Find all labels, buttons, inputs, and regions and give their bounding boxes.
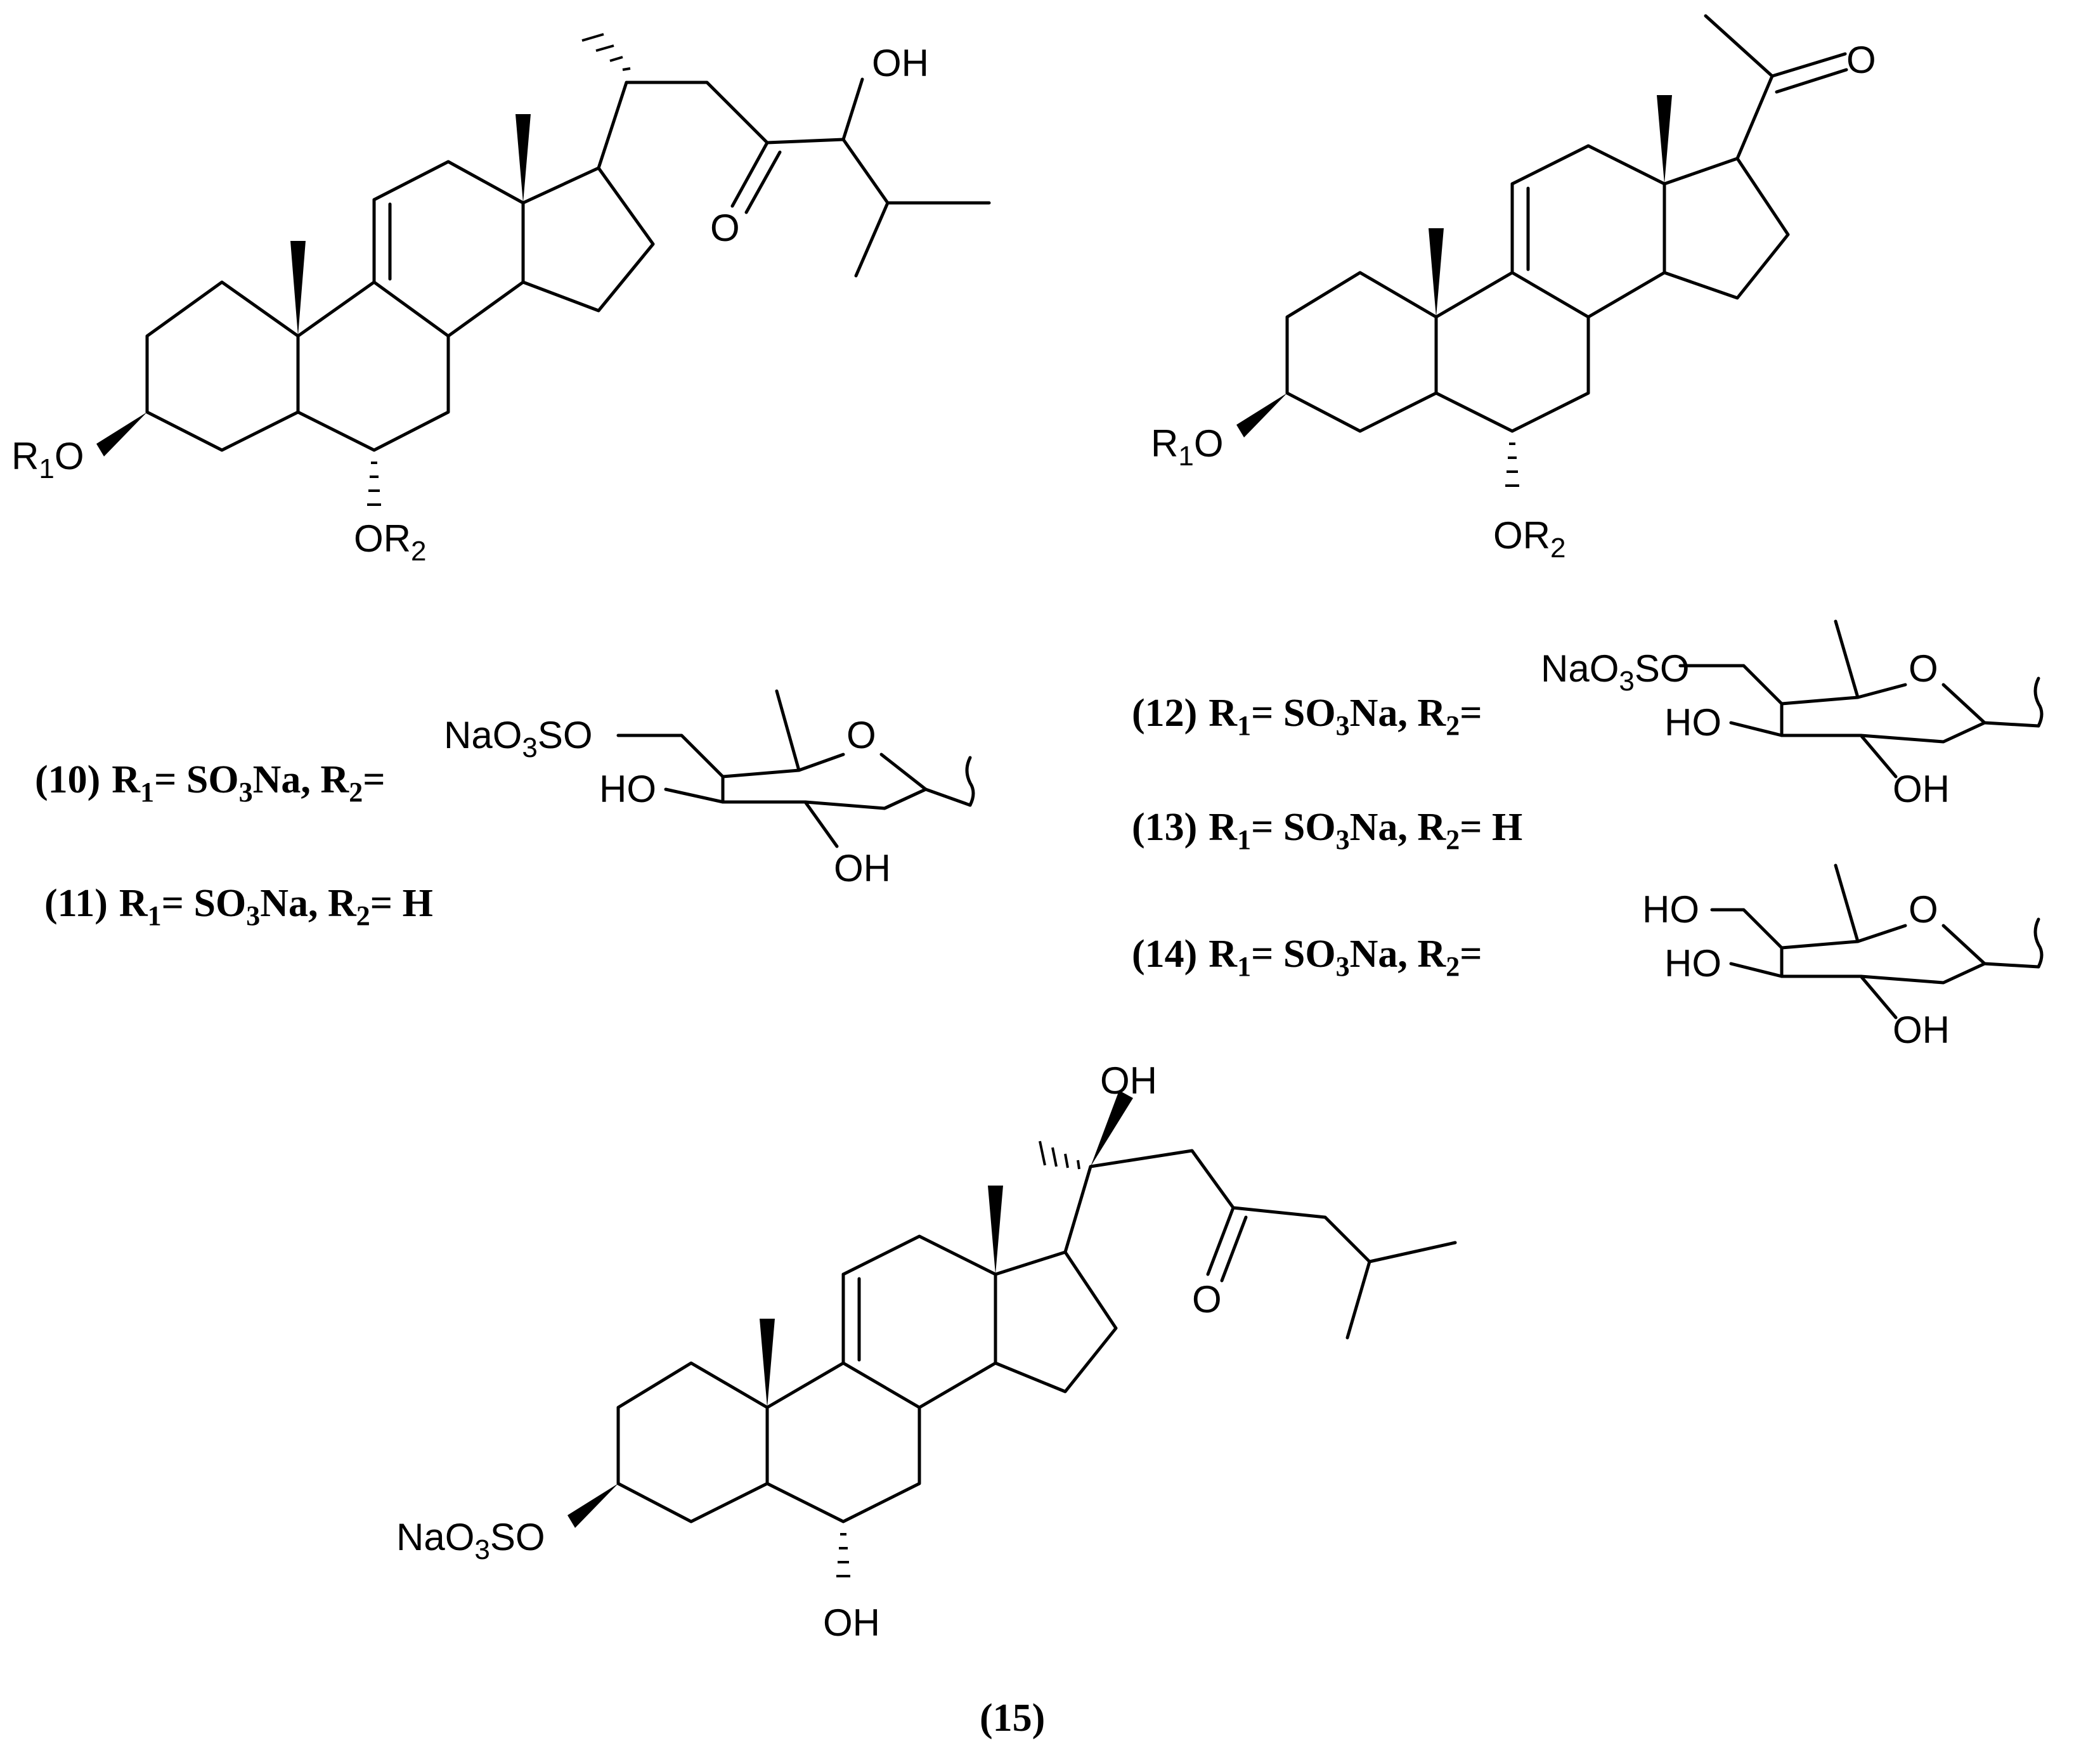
ketone-oxygen-label: O (1846, 39, 1876, 81)
ketone-oxygen-label: O (1192, 1278, 1222, 1321)
svg-text:(10)R1= SO3Na, R2=: (10)R1= SO3Na, R2= (35, 758, 386, 808)
caption-13: (13)R1= SO3Na, R2= H (1132, 806, 1522, 855)
sulfated-xylose-substituent-12: NaO3SO O HO OH (1541, 619, 2044, 810)
hydroxyl-label: OH (1893, 1009, 1950, 1051)
sulfated-xylose-substituent-10: NaO3SO O HO OH (444, 689, 975, 889)
or2-label: OR2 (354, 517, 426, 567)
steroid-structure-12-14: O R1O OR2 (1151, 14, 1876, 564)
nao3so-label: NaO3SO (1541, 647, 1690, 697)
hydroxyl-label: HO (1664, 942, 1721, 985)
caption-11: (11)R1= SO3Na, R2= H (44, 882, 433, 931)
steroid-structure-15: OH O NaO3SO OH (396, 1059, 1457, 1644)
nao3so-label: NaO3SO (444, 714, 593, 763)
hydroxyl-label: OH (823, 1601, 880, 1644)
stereo-bonds (1236, 95, 1672, 487)
r1o-label: R1O (11, 435, 84, 484)
caption-10: (10)R1= SO3Na, R2= (35, 758, 386, 808)
or2-label: OR2 (1493, 514, 1565, 564)
hydroxyl-label: OH (872, 42, 929, 84)
ring-oxygen-label: O (1909, 888, 1938, 931)
atom-labels: OH O R1O OR2 (11, 42, 929, 567)
svg-text:(12)R1= SO3Na, R2=: (12)R1= SO3Na, R2= (1132, 692, 1482, 741)
r1o-label: R1O (1151, 422, 1224, 472)
svg-text:(11)R1= SO3Na, R2= H: (11)R1= SO3Na, R2= H (44, 882, 433, 931)
svg-text:(14)R1= SO3Na, R2=: (14)R1= SO3Na, R2= (1132, 933, 1482, 982)
nao3so-label: NaO3SO (396, 1516, 545, 1565)
steroid-skeleton-bonds (616, 1149, 1457, 1523)
svg-text:(15): (15) (980, 1697, 1045, 1740)
ring-oxygen-label: O (1909, 647, 1938, 690)
atom-labels: OH O NaO3SO OH (396, 1059, 1222, 1644)
stereo-bonds (96, 33, 631, 506)
ketone-oxygen-label: O (710, 207, 740, 249)
hydroxyl-label: OH (1100, 1059, 1157, 1102)
stereo-bonds (567, 1090, 1133, 1577)
hydroxyl-label: HO (1664, 701, 1721, 744)
steroid-skeleton-bonds (145, 77, 991, 452)
ring-oxygen-label: O (846, 714, 876, 756)
caption-12: (12)R1= SO3Na, R2= (1132, 692, 1482, 741)
steroid-structure-10-11: OH O R1O OR2 (11, 33, 991, 567)
hydroxyl-label: OH (834, 847, 891, 889)
caption-14: (14)R1= SO3Na, R2= (1132, 933, 1482, 982)
caption-15: (15) (980, 1697, 1045, 1740)
hydroxyl-label: OH (1893, 768, 1950, 810)
hydroxyl-label: HO (1642, 888, 1699, 931)
atom-labels: O R1O OR2 (1151, 39, 1876, 564)
svg-text:(13)R1= SO3Na, R2= H: (13)R1= SO3Na, R2= H (1132, 806, 1522, 855)
xylose-substituent-14: HO O HO OH (1642, 863, 2044, 1051)
steroid-skeleton-bonds (1285, 14, 1848, 433)
hydroxyl-label: HO (599, 768, 656, 810)
